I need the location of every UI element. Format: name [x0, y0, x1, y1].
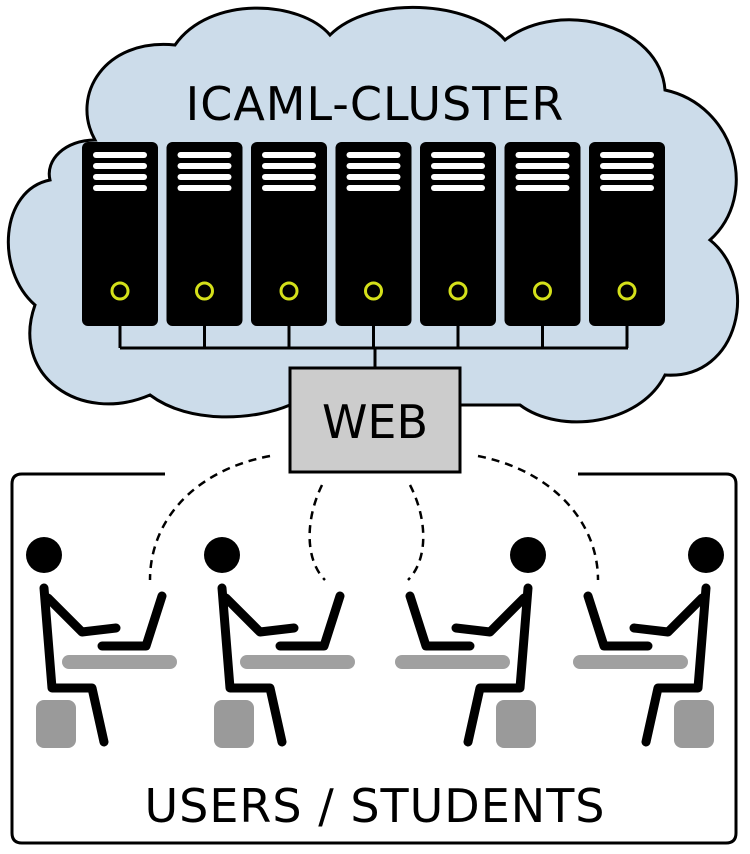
server-unit	[420, 142, 496, 348]
server-vent	[346, 152, 401, 158]
users-label: USERS / STUDENTS	[145, 779, 606, 833]
power-led-icon	[617, 281, 637, 301]
server-vent	[600, 152, 654, 158]
user-arm	[43, 593, 121, 637]
power-led-icon	[279, 281, 299, 301]
user-head-icon	[510, 537, 546, 573]
server-vent	[93, 174, 147, 180]
server-vent	[177, 163, 232, 169]
server-vent	[262, 163, 316, 169]
chair-seat	[214, 700, 254, 748]
server-vent	[346, 174, 401, 180]
user-body	[217, 583, 287, 747]
user-head-icon	[688, 537, 724, 573]
desk	[395, 655, 510, 669]
power-led-icon	[110, 281, 130, 301]
server-vent	[346, 163, 401, 169]
server-unit	[589, 142, 665, 348]
server-vent	[431, 163, 485, 169]
user-body	[39, 583, 109, 747]
server-vent	[431, 174, 485, 180]
laptop-icon	[583, 591, 653, 651]
laptop-icon	[405, 591, 475, 651]
chair-seat	[496, 700, 536, 748]
user-figure	[573, 537, 724, 748]
user-body	[641, 583, 711, 747]
laptop-icon	[97, 591, 167, 651]
server-bus	[120, 346, 628, 368]
server-unit	[166, 142, 243, 348]
server-vent	[177, 152, 232, 158]
power-led-icon	[533, 281, 552, 301]
server-vent	[262, 152, 316, 158]
network-connections	[148, 454, 600, 581]
desk	[573, 655, 688, 669]
desk	[240, 655, 355, 669]
server-vent	[262, 185, 316, 191]
cluster-title: ICAML-CLUSTER	[186, 77, 565, 131]
server-unit	[251, 142, 327, 348]
power-led-icon	[448, 281, 468, 301]
server-unit	[82, 142, 158, 348]
server-vent	[431, 152, 485, 158]
user-arm	[629, 593, 707, 637]
user-figure	[204, 537, 355, 748]
user-figure	[26, 537, 177, 748]
web-server-box	[288, 366, 462, 474]
server-vent	[93, 163, 147, 169]
server-vent	[93, 152, 147, 158]
user-arm	[451, 593, 529, 637]
chair-seat	[36, 700, 76, 748]
users-frame	[10, 472, 738, 845]
users-group	[26, 537, 724, 748]
server-vent	[600, 185, 654, 191]
connection-line	[148, 454, 271, 581]
desk	[62, 655, 177, 669]
server-vent	[515, 152, 570, 158]
server-vent	[346, 185, 401, 191]
server-vent	[262, 174, 316, 180]
power-led-icon	[364, 281, 383, 301]
connection-line	[308, 484, 326, 581]
server-unit	[335, 142, 412, 348]
server-vent	[93, 185, 147, 191]
server-vent	[515, 163, 570, 169]
server-vent	[177, 174, 232, 180]
server-vent	[600, 163, 654, 169]
server-unit	[504, 142, 581, 348]
laptop-icon	[275, 591, 345, 651]
power-led-icon	[195, 281, 214, 301]
user-head-icon	[204, 537, 240, 573]
web-label: WEB	[322, 395, 428, 449]
server-rack	[82, 142, 665, 348]
connection-line	[477, 454, 600, 581]
user-body	[463, 583, 533, 747]
server-vent	[515, 185, 570, 191]
user-figure	[395, 537, 546, 748]
user-arm	[221, 593, 299, 637]
server-vent	[600, 174, 654, 180]
server-vent	[515, 174, 570, 180]
server-vent	[431, 185, 485, 191]
user-head-icon	[26, 537, 62, 573]
server-vent	[177, 185, 232, 191]
connection-line	[407, 484, 425, 581]
chair-seat	[674, 700, 714, 748]
